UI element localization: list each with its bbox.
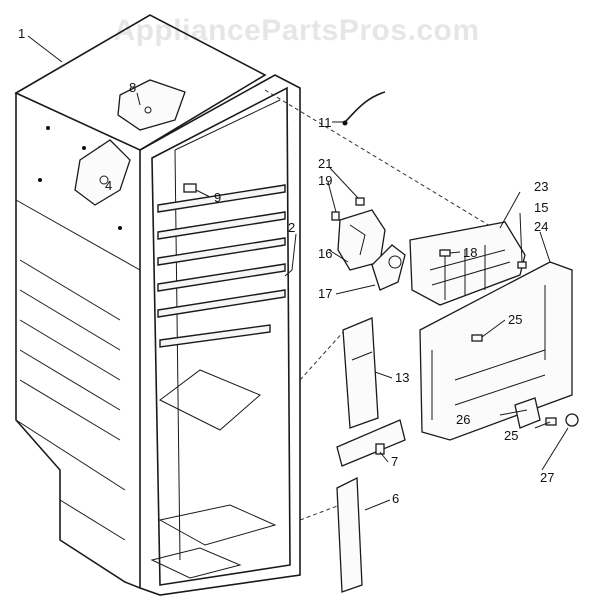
wire-harness (344, 91, 386, 123)
callout-18: 18 (463, 245, 477, 260)
callout-9: 9 (214, 190, 221, 205)
callout-15: 15 (534, 200, 548, 215)
fan-motor-assembly (331, 197, 406, 291)
callout-8: 8 (129, 80, 136, 95)
knob-part-27 (565, 413, 579, 427)
callout-25: 25 (504, 428, 518, 443)
callout-17: 17 (318, 286, 332, 301)
screw-part-25 (545, 417, 557, 426)
callout-19: 19 (318, 173, 332, 188)
callout-7: 7 (391, 454, 398, 469)
alignment-line (264, 89, 506, 236)
callout-4: 4 (105, 178, 112, 193)
bracket-part-8 (117, 79, 186, 131)
callout-24: 24 (534, 219, 548, 234)
shelf-supports (157, 184, 286, 348)
callout-16: 16 (318, 246, 332, 261)
baffle (336, 419, 406, 467)
callout-labels: 1 2 4 6 7 8 9 11 13 15 16 17 18 19 21 23… (18, 26, 554, 506)
leader-lines (27, 35, 569, 511)
callout-26: 26 (456, 412, 470, 427)
callout-1: 1 (18, 26, 25, 41)
callout-6: 6 (392, 491, 399, 506)
air-duct (342, 317, 379, 429)
evaporator-cover (74, 139, 131, 206)
callout-23: 23 (534, 179, 548, 194)
control-housing (409, 221, 527, 306)
bracket-part-26 (514, 397, 541, 429)
callout-21: 21 (318, 156, 332, 171)
callout-27: 27 (540, 470, 554, 485)
callout-11: 11 (318, 115, 332, 130)
clip-part-9 (183, 183, 197, 193)
callout-13: 13 (395, 370, 409, 385)
callout-2: 2 (288, 220, 295, 235)
divider-panel (336, 476, 363, 593)
callout-25: 25 (508, 312, 522, 327)
watermark-text: AppliancePartsPros.com (113, 14, 480, 47)
alignment-line (299, 504, 341, 521)
alignment-line (299, 329, 346, 381)
